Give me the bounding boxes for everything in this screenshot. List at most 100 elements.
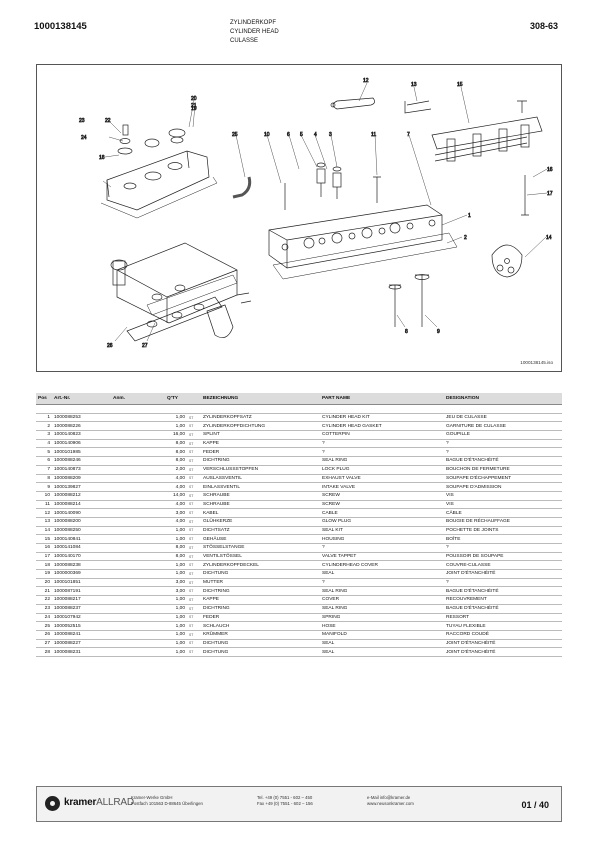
cell-qty: 4,00 <box>165 500 187 510</box>
cell-bezeichnung: KRÜMMER <box>201 630 320 640</box>
cell-art-nr: 1000088217 <box>52 595 111 605</box>
cell-qty: 1,00 <box>165 534 187 544</box>
cell-bezeichnung: DICHTUNG <box>201 647 320 657</box>
page-number: 01 / 40 <box>521 800 549 810</box>
cell-pos: 5 <box>36 447 52 458</box>
cell-bezeichnung: SCHRAUBE <box>201 500 320 510</box>
cell-unit: ST <box>187 430 201 440</box>
cell-pos: 9 <box>36 482 52 492</box>
cell-unit: ST <box>187 517 201 527</box>
cell-qty: 1,00 <box>165 613 187 623</box>
cell-qty: 1,00 <box>165 560 187 571</box>
cell-qty: 4,00 <box>165 474 187 484</box>
cell-part-name: SEAL <box>320 569 444 579</box>
cell-pos: 11 <box>36 500 52 510</box>
cell-pos: 4 <box>36 439 52 449</box>
cell-art-nr: 1000088237 <box>52 604 111 614</box>
cell-art-nr: 1000140170 <box>52 552 111 562</box>
cell-qty: 14,00 <box>165 491 187 501</box>
cell-part-name: SEAL KIT <box>320 526 444 536</box>
header-unit <box>187 393 201 405</box>
valve-springs-drawing <box>284 162 381 210</box>
cell-bezeichnung: DICHTUNG <box>201 639 320 649</box>
cell-anm <box>111 534 165 544</box>
cell-part-name: SEAL RING <box>320 456 444 466</box>
cell-unit: ST <box>187 543 201 553</box>
cell-designation: BAGUE D'ÉTANCHÉITÉ <box>444 586 562 597</box>
cell-unit: ST <box>187 595 201 605</box>
cell-part-name: SCREW <box>320 500 444 510</box>
cell-designation: POCHETTE DE JOINTS <box>444 526 562 536</box>
cell-part-name: GLOW PLUG <box>320 517 444 527</box>
cell-designation: ? <box>444 447 562 458</box>
cell-part-name: MANIFOLD <box>320 630 444 640</box>
cell-bezeichnung: ZYLINDERKOPFSATZ <box>201 413 320 423</box>
cell-art-nr: 1000088214 <box>52 500 111 510</box>
callout-7: 7 <box>407 132 410 138</box>
cell-qty: 1,00 <box>165 630 187 640</box>
cell-unit: ST <box>187 586 201 597</box>
callout-3: 3 <box>329 132 332 138</box>
cylinder-head-drawing <box>268 204 458 280</box>
exploded-view-drawing: 1 2 3 4 5 6 7 8 9 10 11 12 13 14 15 16 1… <box>36 64 562 372</box>
cell-pos: 16 <box>36 543 52 553</box>
cell-unit: ST <box>187 647 201 657</box>
cell-designation: BOUCHON DE FERMETURE <box>444 465 562 475</box>
title-german: ZYLINDERKOPF <box>230 20 277 26</box>
cell-pos: 22 <box>36 595 52 605</box>
contact-block: e-Mail info@kramer.de www.neusonkramer.c… <box>367 795 414 808</box>
company-address: Kramer-Werke GmbH Postfach 101563 D-8864… <box>131 795 203 808</box>
callout-21: 21 <box>191 103 197 109</box>
document-number: 1000138145 <box>34 21 87 32</box>
cell-art-nr: 1000088238 <box>52 560 111 571</box>
cell-pos: 20 <box>36 578 52 588</box>
cell-qty: 1,00 <box>165 421 187 432</box>
cell-pos: 21 <box>36 586 52 597</box>
callout-11: 11 <box>371 132 376 138</box>
cell-part-name: SEAL <box>320 639 444 649</box>
cell-unit: ST <box>187 474 201 484</box>
cell-qty: 2,00 <box>165 465 187 475</box>
cell-anm <box>111 595 165 605</box>
kramer-logo-icon <box>45 796 60 811</box>
manifold-drawing <box>110 242 252 342</box>
cell-unit: ST <box>187 421 201 432</box>
rocker-shaft-drawing <box>431 100 543 216</box>
cell-bezeichnung: SCHLAUCH <box>201 621 320 631</box>
cell-unit: ST <box>187 578 201 588</box>
cell-designation: RESSORT <box>444 613 562 623</box>
cell-part-name: ? <box>320 439 444 449</box>
postal-address: Postfach 101563 D-88645 Überlingen <box>131 801 203 807</box>
cell-anm <box>111 413 165 423</box>
cell-designation: JOINT D'ÉTANCHÉITÉ <box>444 569 562 579</box>
cell-part-name: HOUSING <box>320 534 444 544</box>
cell-anm <box>111 586 165 597</box>
cell-anm <box>111 439 165 449</box>
cell-qty: 8,00 <box>165 552 187 562</box>
cell-bezeichnung: SPLINT <box>201 430 320 440</box>
cell-bezeichnung: STÖSSELSTANGE <box>201 543 320 553</box>
cell-designation: VIS <box>444 500 562 510</box>
cell-unit: ST <box>187 439 201 449</box>
callout-27: 27 <box>142 343 148 349</box>
cell-pos: 23 <box>36 604 52 614</box>
cell-designation: RECOUVREMENT <box>444 595 562 605</box>
cell-part-name: EXHAUST VALVE <box>320 474 444 484</box>
cell-bezeichnung: SCHRAUBE <box>201 491 320 501</box>
cell-qty: 1,00 <box>165 526 187 536</box>
cell-bezeichnung: AUSLASSVENTIL <box>201 474 320 484</box>
header-bezeichnung: BEZEICHNUNG <box>201 393 320 405</box>
callout-12: 12 <box>363 78 369 84</box>
cell-qty: 1,00 <box>165 604 187 614</box>
cell-qty: 1,00 <box>165 647 187 657</box>
cell-qty: 4,00 <box>165 482 187 492</box>
cell-art-nr: 1000088231 <box>52 647 111 657</box>
